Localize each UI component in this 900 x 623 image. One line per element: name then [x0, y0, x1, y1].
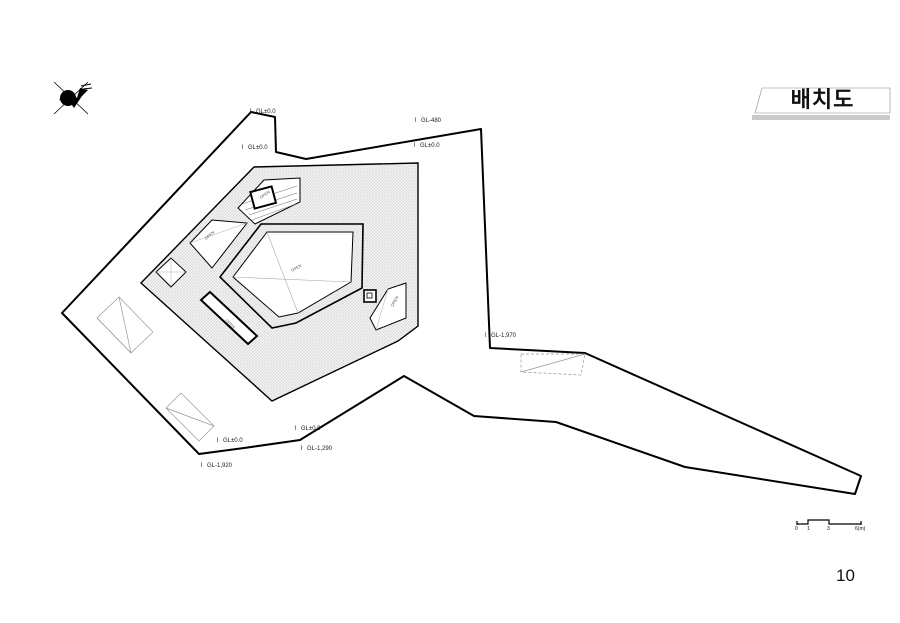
label-courtyard: OPEN: [290, 263, 302, 273]
level-mark: ⌇GL±0.0: [294, 426, 321, 432]
scale-bar: [796, 519, 862, 525]
right-rooms: [363, 282, 407, 331]
label-slot: OPEN: [224, 318, 236, 329]
long-slot: [199, 290, 259, 346]
drawing-title-box: 배치도: [755, 88, 890, 121]
label-left: OPEN: [203, 230, 215, 241]
scale-label: 0: [795, 526, 798, 532]
level-mark: ⌇GL±0.0: [216, 438, 243, 444]
level-mark: ⌇GL-480: [414, 118, 442, 124]
level-mark: ⌇GL-1,290: [300, 446, 333, 452]
label-right: OPEN: [390, 295, 400, 307]
level-mark: ⌇GL±0.0: [241, 145, 268, 151]
scale-label: 1: [807, 526, 810, 532]
label-upper: OPEN: [259, 189, 271, 200]
scale-label: 6(m): [855, 526, 866, 532]
level-mark: ⌇GL±0.0: [249, 109, 276, 115]
drawing-title: 배치도: [790, 88, 855, 113]
north-arrow-icon: [53, 81, 93, 115]
parking-spaces: [96, 296, 586, 442]
level-mark: ⌇GL-1,920: [200, 463, 233, 469]
level-mark: ⌇GL-1,970: [484, 333, 517, 339]
page-number: 10: [836, 566, 855, 585]
level-mark: ⌇GL±0.0: [413, 143, 440, 149]
scale-bar-labels: 0 1 3 6(m): [795, 526, 875, 534]
left-open-room: [189, 219, 248, 269]
scale-label: 3: [827, 526, 830, 532]
left-square: [155, 257, 187, 288]
title-frame: [752, 87, 891, 120]
stair-upper: [237, 177, 301, 225]
